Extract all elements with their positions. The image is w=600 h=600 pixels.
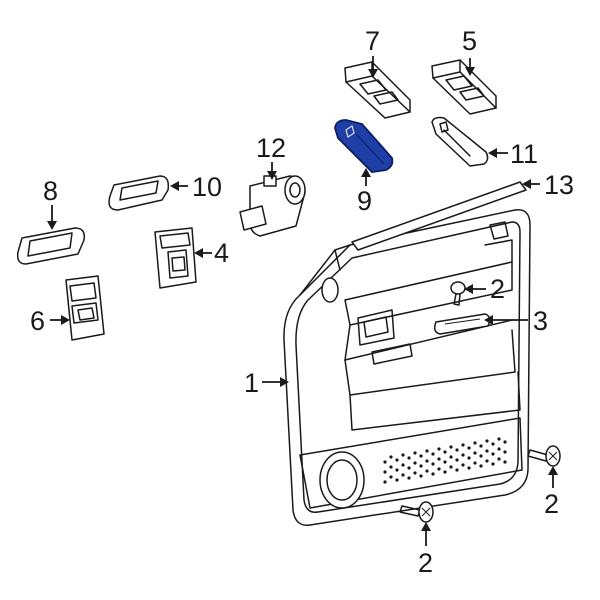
- callout-2-handle-screw: 2: [490, 274, 505, 304]
- callout-labels: 1 2 2 2 3 4 5 6 7 8 9 10 11 12 13: [30, 26, 574, 578]
- callout-12: 12: [256, 133, 286, 163]
- callout-4: 4: [214, 238, 229, 268]
- callout-7: 7: [365, 26, 380, 56]
- part-2-screw-bottom[interactable]: [399, 501, 434, 523]
- callout-2-bottom-screw: 2: [418, 548, 433, 578]
- part-2-screw-handle[interactable]: [450, 281, 466, 306]
- part-9-bezel-highlighted[interactable]: [334, 119, 394, 173]
- part-4-switch[interactable]: [154, 227, 197, 289]
- part-8-bezel[interactable]: [16, 227, 86, 265]
- speaker-grille: [383, 437, 507, 484]
- callout-6: 6: [30, 306, 45, 336]
- part-6-switch[interactable]: [65, 275, 105, 341]
- callout-10: 10: [192, 172, 222, 202]
- leader-lines: [47, 56, 558, 546]
- callout-1: 1: [244, 368, 259, 398]
- door-trim-panel[interactable]: [283, 209, 531, 526]
- part-3-inside-handle[interactable]: [433, 313, 491, 335]
- callout-11: 11: [510, 139, 538, 169]
- part-5-window-switch[interactable]: [431, 59, 497, 115]
- callout-13: 13: [544, 170, 574, 200]
- part-11-bezel[interactable]: [431, 116, 489, 167]
- part-7-window-switch[interactable]: [344, 61, 411, 119]
- callout-8: 8: [43, 176, 58, 206]
- callout-3: 3: [533, 306, 548, 336]
- callout-2-right-screw: 2: [544, 489, 559, 519]
- part-10-bezel[interactable]: [108, 175, 170, 211]
- callout-9: 9: [357, 186, 372, 216]
- callout-5: 5: [462, 26, 477, 56]
- part-13-trim-strip[interactable]: [351, 181, 527, 251]
- part-12-lock-housing[interactable]: [239, 175, 306, 237]
- part-2-screw-right[interactable]: [527, 445, 561, 467]
